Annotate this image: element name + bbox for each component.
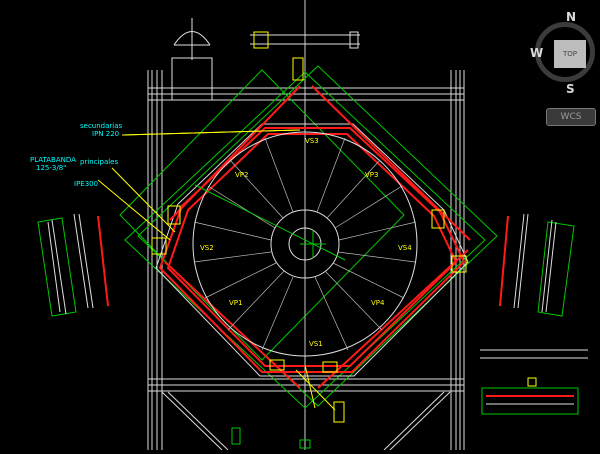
green-outline-squares: [119, 65, 498, 409]
compass-west-label[interactable]: W: [530, 46, 544, 60]
left-beam-details: [37, 213, 109, 317]
annotation-principales: principales: [80, 158, 118, 166]
annotation-ipe: IPE300: [74, 180, 98, 188]
beam-label-vs2: VS2: [200, 244, 214, 252]
frame-left: [147, 70, 163, 450]
green-center-lines: [194, 184, 346, 261]
radial-ribs: [193, 132, 417, 356]
compass-south-label[interactable]: S: [566, 82, 575, 96]
bottom-symbols: [231, 427, 311, 449]
beam-label-vs3: VS3: [305, 137, 319, 145]
connection-details: [151, 57, 467, 423]
viewcube-top-face[interactable]: TOP: [554, 40, 586, 68]
annotation-secundarias: secundarias: [80, 122, 123, 130]
ring-beam-outline: [155, 123, 469, 377]
beam-label-vp4: VP4: [371, 299, 385, 307]
beam-label-vp1: VP1: [229, 299, 242, 307]
beam-label-vp2: VP2: [235, 171, 248, 179]
beam-label-vs4: VS4: [398, 244, 412, 252]
annotation-platabanda: PLATABANDA: [30, 156, 76, 164]
beam-label-vp3: VP3: [365, 171, 378, 179]
arch-symbol: [171, 18, 213, 101]
ring-beams: [158, 127, 466, 373]
viewcube-compass-ring[interactable]: [535, 22, 595, 82]
bottom-right-details: [480, 349, 588, 415]
beam-label-vs1: VS1: [309, 340, 323, 348]
annotation-ipn: IPN 220: [92, 130, 119, 138]
compass-north-label[interactable]: N: [566, 10, 577, 24]
annotation-platabanda-size: 125-3/8": [36, 164, 66, 172]
right-beam-details: [499, 213, 575, 317]
top-detail: [250, 31, 360, 49]
wcs-menu-button[interactable]: WCS: [546, 108, 596, 126]
frame-bracing: [161, 391, 451, 451]
viewcube[interactable]: N W S TOP: [528, 10, 600, 100]
leader-lines: [97, 129, 336, 411]
